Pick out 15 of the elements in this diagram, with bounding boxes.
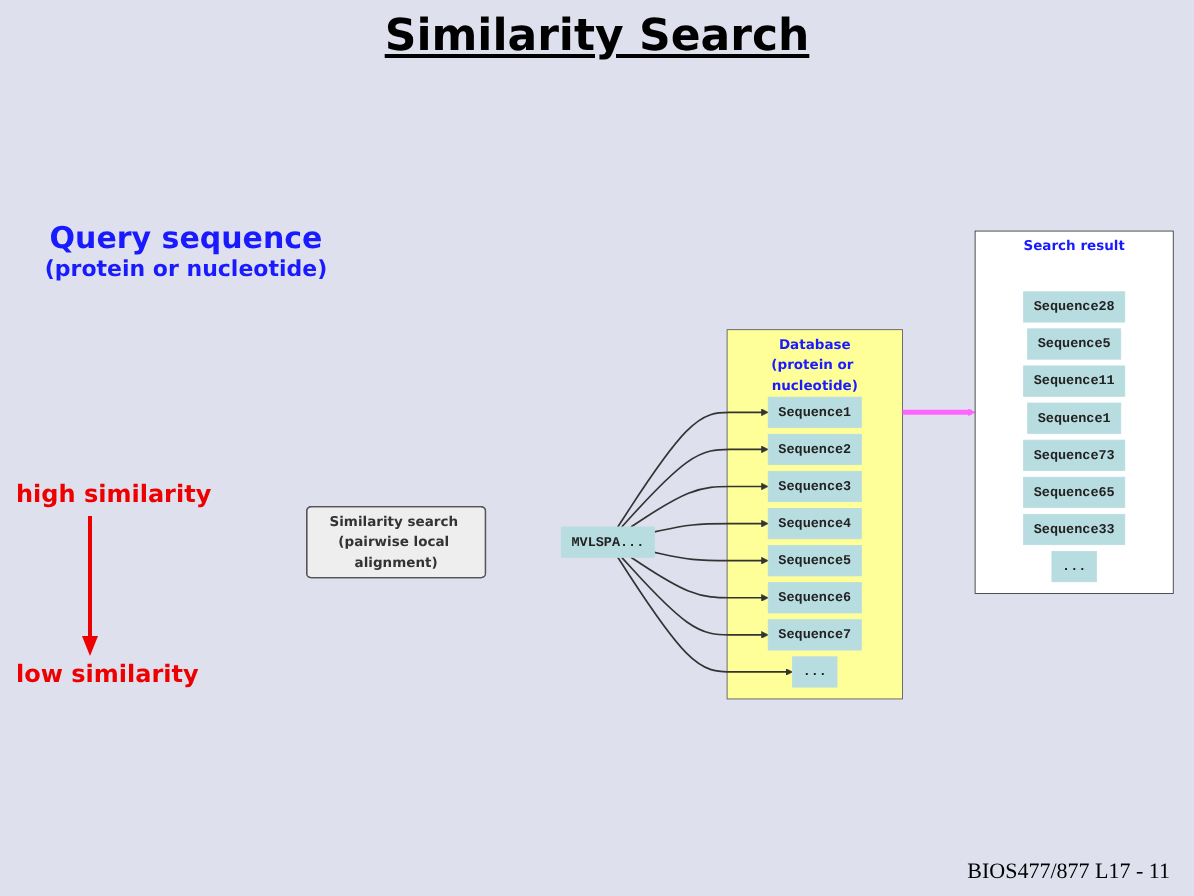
arrow bbox=[620, 445, 769, 528]
arrow bbox=[620, 556, 769, 639]
arrow bbox=[616, 408, 769, 528]
arrow bbox=[653, 519, 769, 533]
footer-text: BIOS477/877 L17 - 11 bbox=[967, 860, 1170, 884]
arrow bbox=[630, 556, 769, 602]
arrow bbox=[653, 551, 769, 565]
axis-label: high similarity bbox=[16, 480, 212, 508]
arrow bbox=[616, 556, 793, 676]
arrow bbox=[630, 482, 769, 528]
arrow bbox=[902, 408, 976, 416]
axis-label: low similarity bbox=[16, 660, 199, 688]
subheading: (protein or nucleotide) bbox=[42, 256, 330, 282]
heading: Query sequence bbox=[47, 220, 325, 256]
title: Similarity Search bbox=[384, 12, 810, 62]
